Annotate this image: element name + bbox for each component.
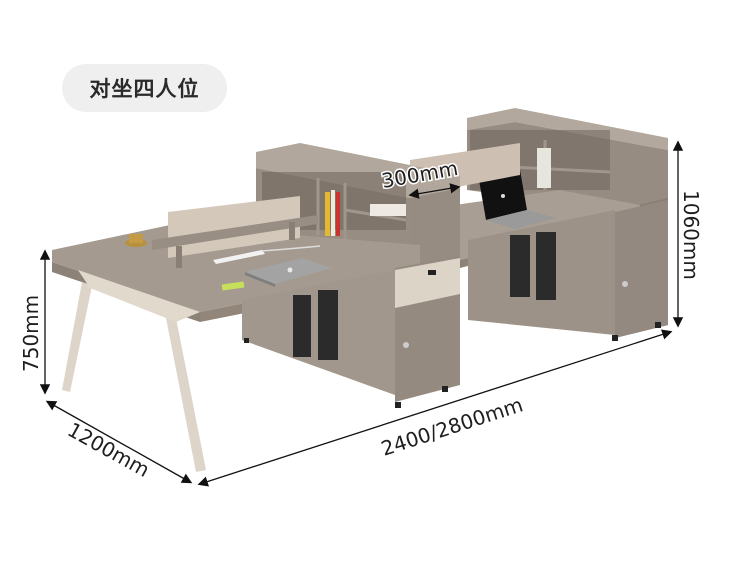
right-pedestal [468,200,668,341]
desk-depth-label: 1200mm [64,417,154,482]
hutch-height-label: 1060mm [679,190,703,280]
dimension-lines [39,140,684,487]
desk-height-label: 750mm [19,295,43,372]
cup [125,234,147,247]
layout-type-badge: 对坐四人位 [62,64,227,112]
desk-screen-panel [152,196,318,268]
power-strip [213,245,321,264]
laptop-dark [479,170,556,229]
laptop-silver [245,258,332,287]
phone [221,281,245,291]
desk-legs [62,270,206,472]
